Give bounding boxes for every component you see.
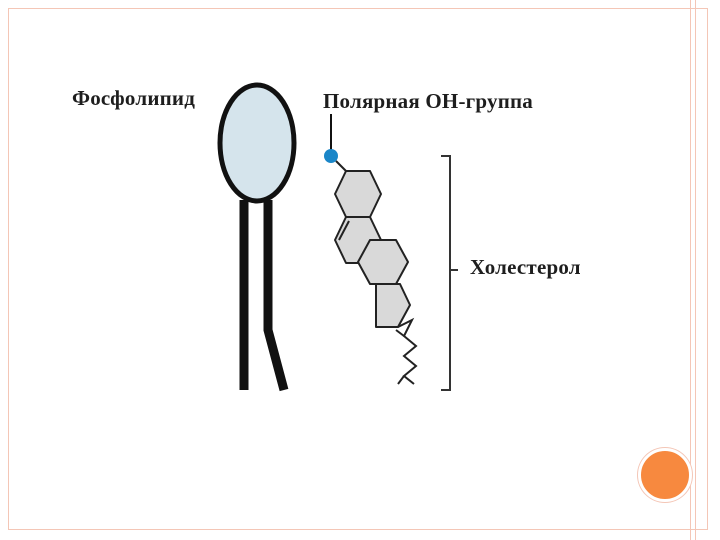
phospholipid-molecule <box>217 82 297 392</box>
phospholipid-label: Фосфолипид <box>72 86 196 110</box>
oh-dot <box>324 149 338 163</box>
ring-a <box>334 170 382 218</box>
polar-oh-group <box>324 114 347 172</box>
side-chain-branch-1 <box>395 329 405 337</box>
ring-c <box>357 239 409 285</box>
oh-bond <box>335 160 347 172</box>
cholesterol-bracket <box>441 155 458 391</box>
slide-side-rail <box>690 0 696 540</box>
phospholipid-tail-right <box>263 200 289 392</box>
corner-decoration-dot <box>638 448 692 502</box>
slide-frame <box>8 8 708 530</box>
ring-b-double-bond <box>338 220 350 241</box>
side-chain-branch-2 <box>397 375 405 385</box>
ring-d <box>375 283 411 328</box>
cholesterol-side-chain <box>397 317 418 385</box>
phospholipid-head <box>217 82 297 204</box>
cholesterol-rings <box>334 170 411 328</box>
polar-oh-group-label: Полярная ОН-группа <box>323 89 533 113</box>
cholesterol-label: Холестерол <box>470 255 581 279</box>
